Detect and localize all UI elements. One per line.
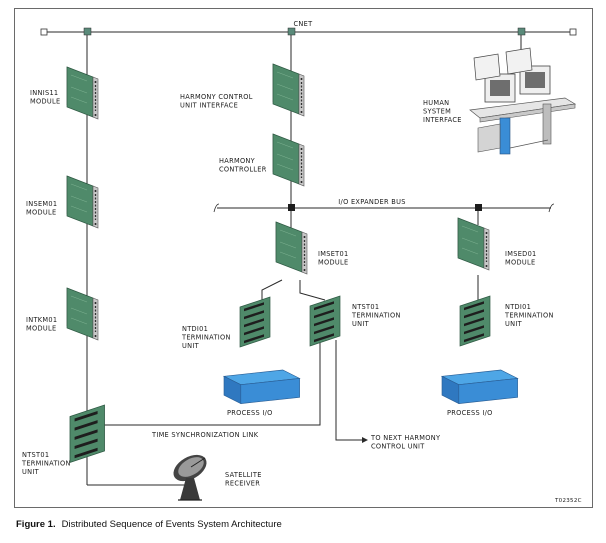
process-io-left-label: PROCESS I/O xyxy=(227,409,273,417)
diagram-frame xyxy=(14,8,593,508)
ntdi01-left-termination-unit xyxy=(239,296,271,348)
bus-node xyxy=(475,204,482,211)
cnet-right-terminator xyxy=(569,28,577,36)
process-io-left-box xyxy=(223,369,300,404)
hcu-interface-module xyxy=(272,63,305,117)
intkm01-module xyxy=(66,287,99,341)
innis11-module xyxy=(66,66,99,120)
figure-caption: Figure 1. Distributed Sequence of Events … xyxy=(16,519,282,530)
arrow-head xyxy=(362,437,368,443)
figure-number: Figure 1. xyxy=(16,519,56,530)
figure-id-label: T02352C xyxy=(554,498,582,504)
cnet-node xyxy=(287,27,296,36)
process-io-right-label: PROCESS I/O xyxy=(447,409,493,417)
ntst01-lower-termination-unit xyxy=(69,404,106,464)
ntst01-upper-termination-unit xyxy=(309,295,341,347)
figure-caption-text: Distributed Sequence of Events System Ar… xyxy=(61,519,282,530)
insem01-module xyxy=(66,175,99,229)
satellite-receiver-dish xyxy=(173,454,207,501)
time-sync-link-label: TIME SYNCHRONIZATION LINK xyxy=(151,431,259,439)
io-expander-bus: I/O EXPANDER BUS xyxy=(213,198,555,213)
imset01-module xyxy=(275,221,308,275)
cnet-label: CNET xyxy=(294,20,314,28)
cnet-left-terminator xyxy=(40,28,48,36)
architecture-diagram: CNET I/O EXPANDER BUS xyxy=(21,20,582,504)
ntdi01-right-termination-unit xyxy=(459,295,491,347)
io-expander-bus-label: I/O EXPANDER BUS xyxy=(338,198,405,206)
cnet-node xyxy=(517,27,526,36)
imsed01-module xyxy=(457,217,490,271)
cnet-bus: CNET xyxy=(40,20,577,36)
process-io-right-box xyxy=(441,369,518,404)
human-system-interface-workstation xyxy=(469,47,577,155)
cnet-node xyxy=(83,27,92,36)
harmony-controller-module xyxy=(272,133,305,187)
bus-node xyxy=(288,204,295,211)
